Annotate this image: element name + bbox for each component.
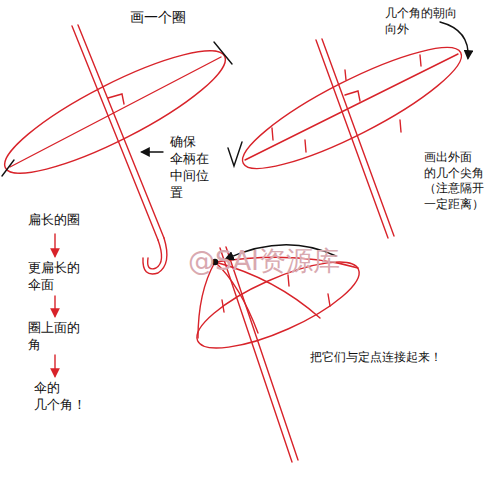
step-text: 扁长的圈 [28, 212, 80, 229]
end-mark [2, 160, 14, 176]
step-heading: 画一个圈 [130, 8, 186, 26]
tick-mark [228, 142, 242, 166]
watermark: @SAI资源库 [188, 243, 340, 278]
note-text: 几个角的朝向 向外 [385, 6, 462, 37]
pointer-arrow [142, 151, 163, 152]
pointer-arrow [440, 22, 468, 58]
step-text: 伞的 几个角！ [34, 380, 91, 414]
flow-arrows [54, 234, 55, 376]
note-text: 确保 伞柄在 中间位 置 [170, 134, 214, 202]
step-text: 更扁长的 伞面 [28, 260, 85, 294]
end-mark [214, 42, 232, 64]
step-text: 圈上面的 角 [28, 320, 85, 354]
note-text: 画出外面 的几个尖角 （注意隔开 一定距离） [424, 150, 489, 212]
umbrella-step-one [0, 25, 237, 274]
instruction-text: 把它们与定点连接起来！ [310, 350, 442, 366]
